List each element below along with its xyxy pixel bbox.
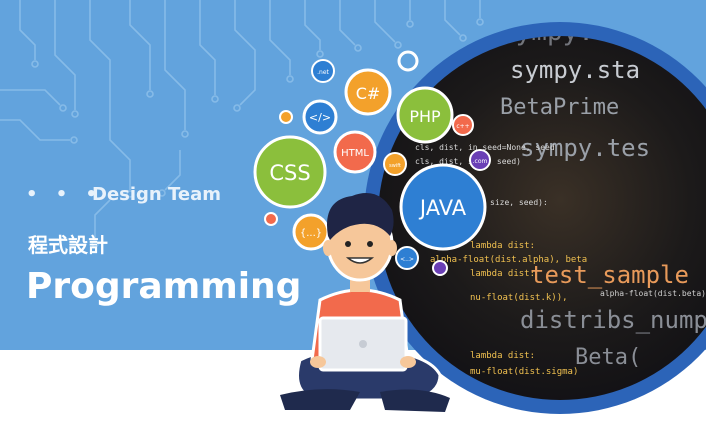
code-line: lambda dist: bbox=[470, 269, 535, 279]
com-bubble: .com bbox=[473, 158, 488, 165]
laptop-logo-icon bbox=[359, 340, 367, 348]
code-line: sympy.tes bbox=[520, 134, 650, 162]
csharp-bubble: C# bbox=[356, 84, 381, 103]
code-tag-bubble: </> bbox=[309, 111, 331, 124]
net-bubble: .net bbox=[317, 69, 329, 76]
code-line: cls, dist, size, seed) bbox=[415, 157, 521, 166]
code-line: Beta( bbox=[575, 345, 641, 370]
code-line: alpha-float(dist.alpha), beta bbox=[430, 255, 587, 265]
java-bubble: JAVA bbox=[418, 196, 467, 220]
css-bubble: CSS bbox=[269, 161, 310, 185]
title-chinese: 程式設計 bbox=[28, 233, 108, 257]
html-bubble: HTML bbox=[341, 148, 369, 159]
code-line: lambda dist: bbox=[470, 241, 535, 251]
braces-bubble: {...} bbox=[300, 228, 322, 239]
code-line: BetaPrime bbox=[500, 95, 619, 120]
code-line: nu-float(dist.k)), bbox=[470, 293, 568, 303]
code-line: mu-float(dist.sigma) bbox=[470, 367, 578, 377]
code-line: cls, dist, in_seed=None, seed bbox=[415, 143, 555, 152]
circuit-pattern bbox=[0, 0, 484, 248]
code-line: sympy.sta bbox=[510, 56, 640, 84]
tagline: Design Team bbox=[92, 184, 221, 205]
code-line: lambda dist: bbox=[470, 351, 535, 361]
programmer-character bbox=[280, 193, 450, 412]
php-bubble: PHP bbox=[409, 107, 441, 126]
code-line: alpha-float(dist.beta)) bbox=[600, 289, 706, 298]
swift-bubble: swift bbox=[389, 163, 401, 169]
tagline-dots: • • • bbox=[26, 184, 103, 205]
cpp-bubble: c++ bbox=[456, 123, 469, 130]
code-line: size, seed): bbox=[490, 198, 548, 207]
code-line: test_sample bbox=[530, 261, 689, 289]
title-english: Programming bbox=[26, 266, 301, 307]
code-line: distribs_nump bbox=[520, 306, 706, 334]
svg-text:sympy.stat: sympy.stat bbox=[500, 17, 657, 47]
code-lines: sympy.stat sympy.sta BetaPrime sympy.tes… bbox=[415, 17, 706, 377]
arrows-bubble: <..> bbox=[400, 256, 414, 263]
